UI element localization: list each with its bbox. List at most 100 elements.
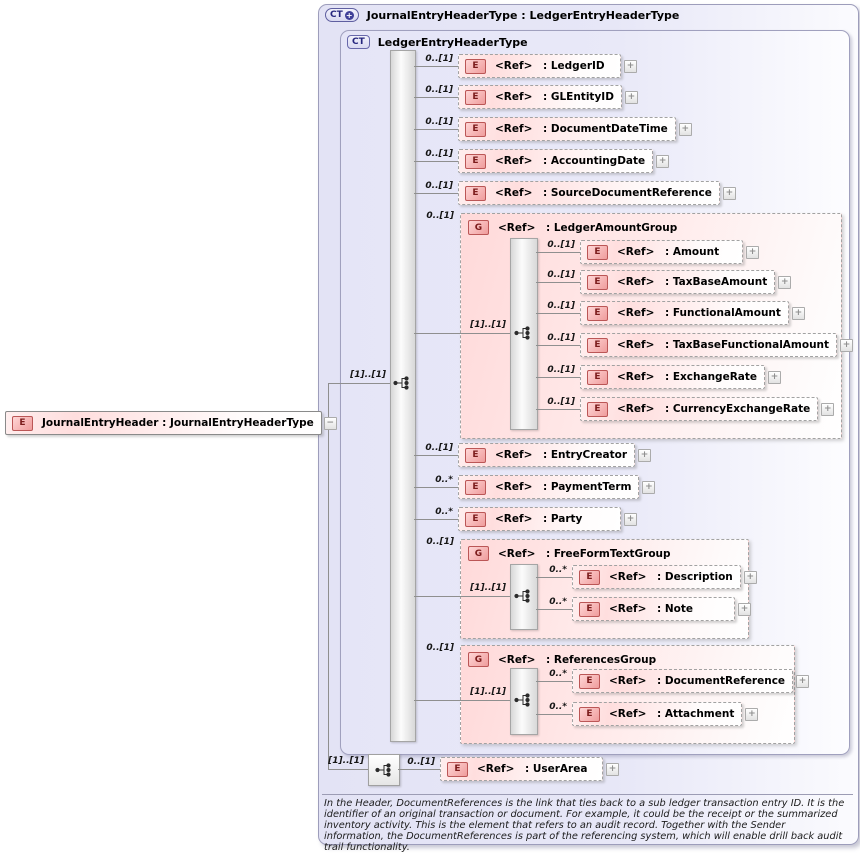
connector-line xyxy=(414,333,510,334)
element-functional-amount[interactable]: E<Ref>: FunctionalAmount xyxy=(580,301,789,325)
expand-icon[interactable]: + xyxy=(796,674,810,688)
element-party[interactable]: E<Ref>: Party xyxy=(458,507,621,531)
ref-text: <Ref> xyxy=(495,187,533,199)
group-title: G<Ref>: LedgerAmountGroup xyxy=(461,214,841,235)
connector-line xyxy=(414,160,458,162)
row-accounting-date: 0..[1] E<Ref>: AccountingDate+ xyxy=(414,149,670,173)
expand-icon[interactable]: + xyxy=(638,448,652,462)
element-journalentryheader[interactable]: E JournalEntryHeader : JournalEntryHeade… xyxy=(5,411,322,435)
expand-icon[interactable]: + xyxy=(678,122,692,136)
expand-icon[interactable]: + xyxy=(778,275,792,289)
row-tax-base-functional-amount: 0..[1] E<Ref>: TaxBaseFunctionalAmount+ xyxy=(536,333,854,357)
element-tax-base-amount[interactable]: E<Ref>: TaxBaseAmount xyxy=(580,270,776,294)
annotation-text: In the Header, DocumentReferences is the… xyxy=(324,798,845,853)
expand-icon[interactable]: + xyxy=(722,186,736,200)
element-user-area[interactable]: E<Ref>: UserArea xyxy=(440,757,603,781)
cardinality-label: [1]..[1] xyxy=(470,320,506,330)
sequence-bar xyxy=(510,668,538,735)
cardinality-label: 0..[1] xyxy=(547,397,575,407)
element-source-document-reference[interactable]: E<Ref>: SourceDocumentReference xyxy=(458,181,720,205)
group-free-form-text-group[interactable]: G<Ref>: FreeFormTextGroup xyxy=(460,539,749,639)
expand-icon[interactable]: + xyxy=(821,402,835,416)
expand-icon[interactable]: + xyxy=(606,762,619,776)
row-party: 0..*E<Ref>: Party+ xyxy=(414,507,637,531)
cardinality-label: 0..* xyxy=(549,702,567,712)
complextype-badge: CT xyxy=(347,35,370,49)
element-amount[interactable]: E<Ref>: Amount xyxy=(580,240,743,264)
expand-icon[interactable]: + xyxy=(738,602,751,616)
expand-icon[interactable]: + xyxy=(624,59,637,73)
cardinality-label: 0..[1] xyxy=(547,333,575,343)
cardinality-label: [1]..[1] xyxy=(350,370,386,380)
inner-box-title: LedgerEntryHeaderType xyxy=(377,35,528,49)
cardinality-label: 0..* xyxy=(549,597,567,607)
connector-line xyxy=(414,596,510,597)
ref-text: <Ref> xyxy=(498,221,536,234)
group-name: : ReferencesGroup xyxy=(546,653,657,666)
connector-line xyxy=(536,680,572,682)
complextype-derived-badge: CT+ xyxy=(325,8,359,22)
cardinality-label: 0..* xyxy=(549,669,567,679)
row-document-date-time: 0..[1]E<Ref>: DocumentDateTime+ xyxy=(414,117,692,141)
row-ledger-id: 0..[1]E<Ref>: LedgerID+ xyxy=(414,54,637,78)
element-name: : GLEntityID xyxy=(543,91,614,103)
cardinality-label: 0..[1] xyxy=(425,443,453,453)
connector-line xyxy=(536,251,580,253)
expand-icon[interactable]: + xyxy=(656,154,670,168)
derivation-plus-icon: + xyxy=(344,10,354,20)
collapse-icon[interactable]: − xyxy=(323,416,337,430)
element-tax-base-functional-amount[interactable]: E<Ref>: TaxBaseFunctionalAmount xyxy=(580,333,838,357)
connector-line xyxy=(536,344,580,346)
expand-icon[interactable]: + xyxy=(642,480,656,494)
group-title: G<Ref>: FreeFormTextGroup xyxy=(461,540,748,561)
element-payment-term[interactable]: E<Ref>: PaymentTerm xyxy=(458,475,640,499)
element-entry-creator[interactable]: E<Ref>: EntryCreator xyxy=(458,443,636,467)
expand-icon[interactable]: + xyxy=(791,306,805,320)
element-ledger-id[interactable]: E<Ref>: LedgerID xyxy=(458,54,621,78)
connector-line xyxy=(536,408,580,410)
ref-text: <Ref> xyxy=(495,513,533,525)
element-badge: E xyxy=(465,89,486,105)
group-name: : FreeFormTextGroup xyxy=(546,547,671,560)
cardinality-label: 0..[1] xyxy=(547,365,575,375)
element-description[interactable]: E<Ref>: Description xyxy=(572,565,741,589)
expand-icon[interactable]: + xyxy=(746,245,759,259)
element-name: : DocumentDateTime xyxy=(543,123,668,135)
expand-icon[interactable]: + xyxy=(624,90,638,104)
element-currency-exchange-rate[interactable]: E<Ref>: CurrencyExchangeRate xyxy=(580,397,819,421)
expand-icon[interactable]: + xyxy=(840,338,854,352)
row-source-document-reference: 0..[1] E<Ref>: SourceDocumentReference+ xyxy=(414,181,736,205)
ref-text: <Ref> xyxy=(609,675,647,687)
sequence-icon xyxy=(514,326,530,340)
sequence-compositor[interactable] xyxy=(368,754,400,786)
group-badge: G xyxy=(468,652,489,667)
sequence-icon-slot xyxy=(513,588,533,604)
element-accounting-date[interactable]: E<Ref>: AccountingDate xyxy=(458,149,654,173)
element-name: : FunctionalAmount xyxy=(665,307,781,319)
element-attachment[interactable]: E<Ref>: Attachment xyxy=(572,702,743,726)
cardinality-label: 0..[1] xyxy=(425,149,453,159)
cardinality-label: 0..[1] xyxy=(547,270,575,280)
element-name: : DocumentReference xyxy=(657,675,786,687)
element-exchange-rate[interactable]: E<Ref>: ExchangeRate xyxy=(580,365,766,389)
ref-text: <Ref> xyxy=(609,571,647,583)
cardinality-label: 0..[1] xyxy=(425,181,453,191)
element-name: : Description xyxy=(657,571,733,583)
element-document-date-time[interactable]: E<Ref>: DocumentDateTime xyxy=(458,117,676,141)
ref-text: <Ref> xyxy=(617,371,655,383)
expand-icon[interactable]: + xyxy=(745,707,759,721)
element-document-reference[interactable]: E<Ref>: DocumentReference xyxy=(572,669,794,693)
group-title: G<Ref>: ReferencesGroup xyxy=(461,646,794,667)
cardinality-label: 0..[1] xyxy=(426,211,454,221)
element-note[interactable]: E<Ref>: Note xyxy=(572,597,735,621)
connector-line xyxy=(536,376,580,378)
connector-line xyxy=(328,383,390,384)
element-gl-entity-id[interactable]: E<Ref>: GLEntityID xyxy=(458,85,622,109)
expand-icon[interactable]: + xyxy=(743,570,757,584)
row-attachment: 0..* E<Ref>: Attachment+ xyxy=(536,702,759,726)
element-name: JournalEntryHeader : JournalEntryHeaderT… xyxy=(42,417,314,429)
ref-text: <Ref> xyxy=(617,276,655,288)
expand-icon[interactable]: + xyxy=(624,512,637,526)
element-badge: E xyxy=(447,761,468,777)
expand-icon[interactable]: + xyxy=(768,370,782,384)
